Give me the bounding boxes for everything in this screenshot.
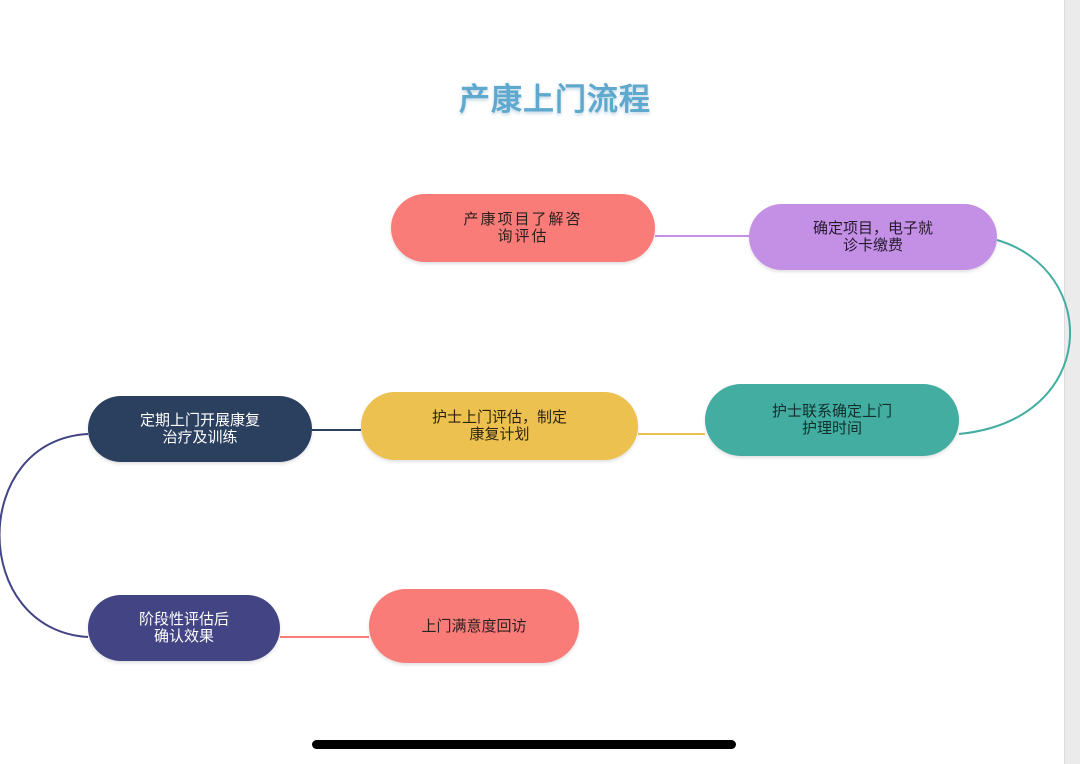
node-schedule-visit[interactable]: 护士联系确定上门 护理时间 bbox=[705, 384, 959, 456]
node-label-line: 康复计划 bbox=[469, 425, 530, 443]
node-payment[interactable]: 确定项目，电子就 诊卡缴费 bbox=[749, 204, 997, 270]
node-home-assessment[interactable]: 护士上门评估，制定 康复计划 bbox=[361, 392, 638, 460]
node-label-line: 护理时间 bbox=[801, 419, 862, 437]
node-consultation[interactable]: 产康项目了解咨 询评估 bbox=[391, 194, 655, 262]
node-label-line: 上门满意度回访 bbox=[421, 616, 527, 635]
node-label-line: 诊卡缴费 bbox=[842, 236, 903, 254]
node-label-line: 护士上门评估，制定 bbox=[431, 408, 567, 426]
node-rehab-training[interactable]: 定期上门开展康复 治疗及训练 bbox=[88, 396, 312, 462]
node-label-line: 产康项目了解咨 bbox=[463, 210, 583, 228]
node-label-line: 阶段性评估后 bbox=[138, 610, 229, 628]
node-label-line: 治疗及训练 bbox=[162, 428, 238, 446]
home-indicator[interactable] bbox=[312, 740, 736, 749]
node-satisfaction-followup[interactable]: 上门满意度回访 bbox=[369, 589, 579, 663]
node-stage-evaluation[interactable]: 阶段性评估后 确认效果 bbox=[88, 595, 280, 661]
window-edge bbox=[1064, 0, 1080, 764]
node-label-line: 定期上门开展康复 bbox=[139, 411, 260, 429]
node-label-line: 确认效果 bbox=[153, 627, 214, 645]
node-label-line: 确定项目，电子就 bbox=[812, 219, 933, 237]
connector-2-3 bbox=[958, 239, 1072, 435]
node-label-line: 询评估 bbox=[497, 227, 549, 245]
connector-5-7 bbox=[0, 433, 89, 638]
node-label-line: 护士联系确定上门 bbox=[771, 402, 892, 420]
page-title: 产康上门流程 bbox=[459, 82, 651, 118]
